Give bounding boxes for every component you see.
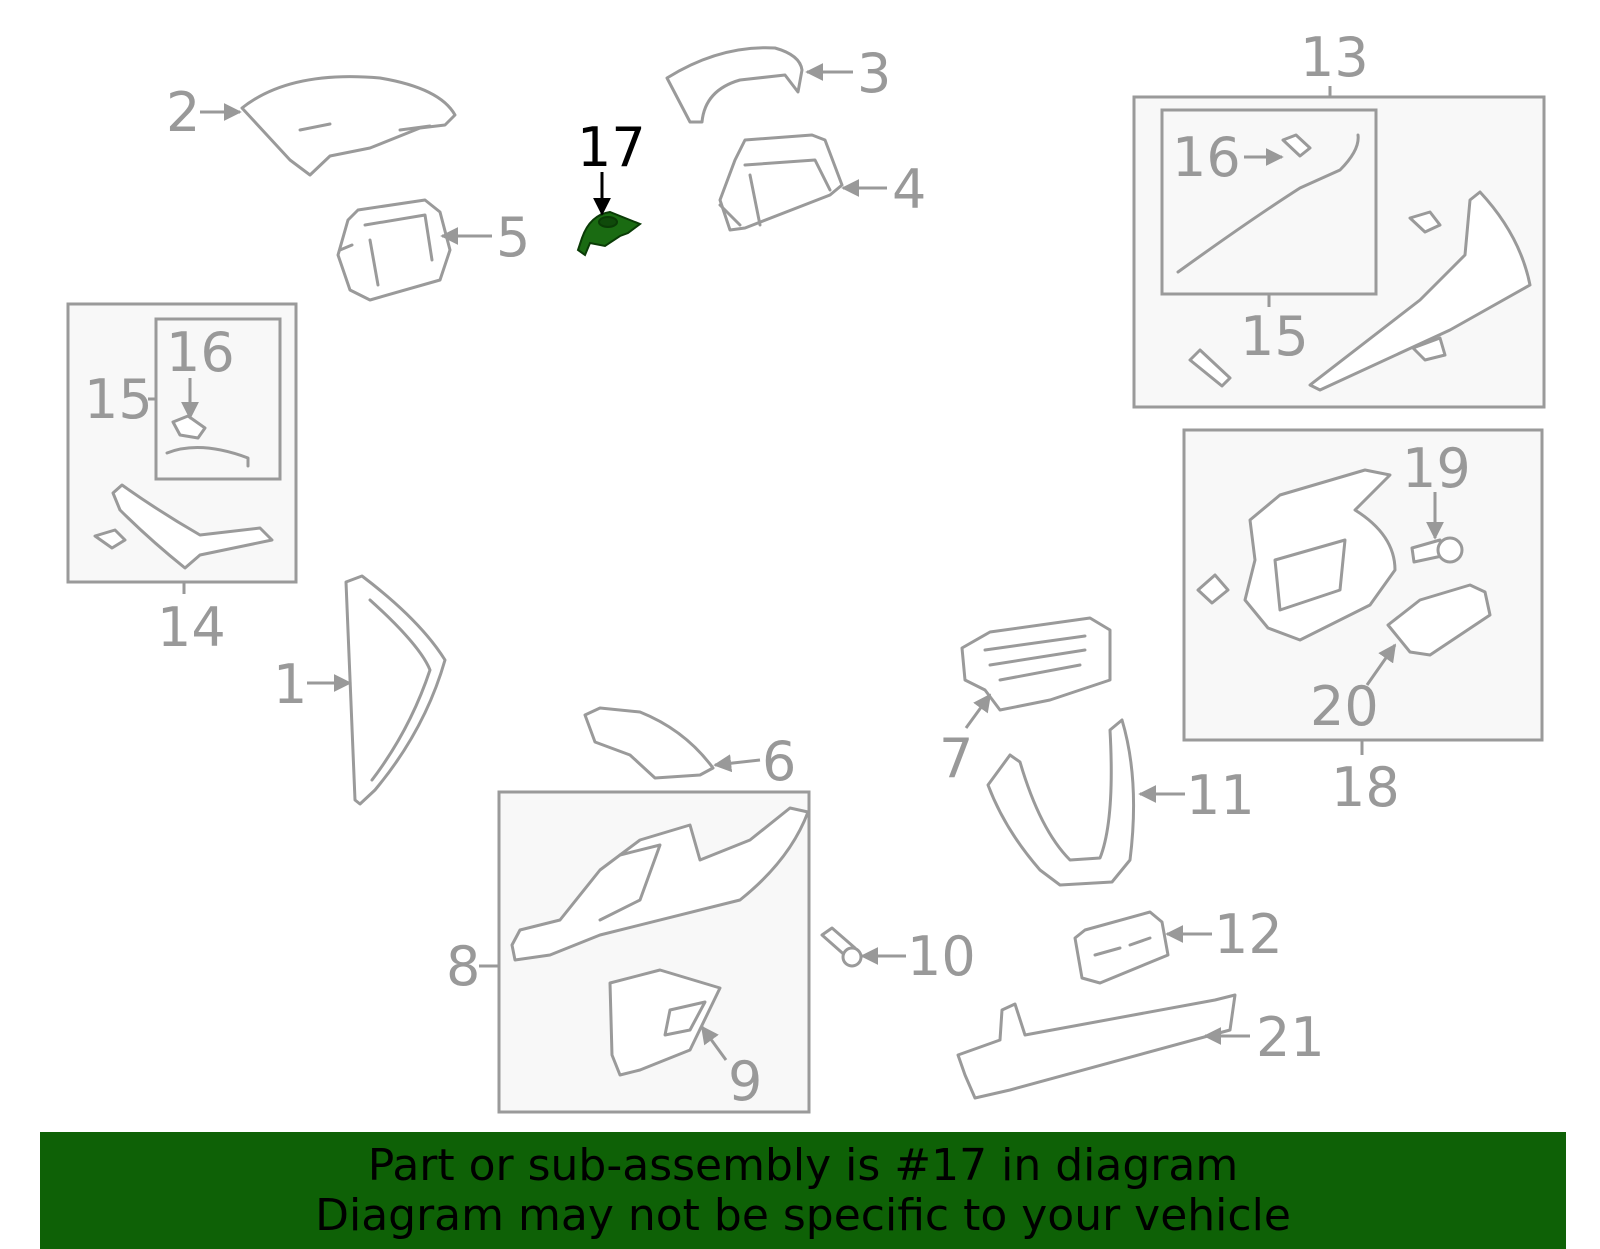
part-13-tab xyxy=(1411,336,1447,362)
callout-17: 17 xyxy=(577,116,646,179)
leader-20 xyxy=(1365,643,1397,686)
part-10-head xyxy=(841,946,863,968)
callout-8: 8 xyxy=(446,935,480,998)
info-banner: Part or sub-assembly is #17 in diagram D… xyxy=(40,1132,1566,1249)
part-21-shape xyxy=(956,993,1237,1100)
part-5-detail xyxy=(338,213,434,287)
banner-line-1: Part or sub-assembly is #17 in diagram xyxy=(367,1139,1239,1191)
part-5-shape xyxy=(336,198,452,302)
callout-3: 3 xyxy=(857,42,891,105)
part-14-clip xyxy=(93,528,127,550)
callout-19: 19 xyxy=(1402,437,1471,500)
callout-12: 12 xyxy=(1214,903,1283,966)
part-13-bolt xyxy=(1188,348,1232,388)
callout-6: 6 xyxy=(762,730,796,793)
callout-9: 9 xyxy=(728,1050,762,1113)
callout-16-left: 16 xyxy=(166,321,235,384)
leader-7 xyxy=(964,693,992,729)
part-14-shape xyxy=(111,483,274,570)
callout-5: 5 xyxy=(496,206,530,269)
callout-1: 1 xyxy=(273,653,307,716)
callout-15-left: 15 xyxy=(84,368,153,431)
part-8-detail xyxy=(598,843,662,922)
callout-4: 4 xyxy=(892,158,926,221)
callout-20: 20 xyxy=(1310,675,1379,738)
callout-15-right: 15 xyxy=(1240,305,1309,368)
part-15-right-shape xyxy=(1176,133,1360,274)
group-box-15-right xyxy=(1160,108,1378,296)
callout-7: 7 xyxy=(939,727,973,790)
part-6-shape xyxy=(583,706,715,780)
part-18-shape xyxy=(1243,468,1397,642)
part-9-detail xyxy=(663,1000,707,1037)
part-9-shape xyxy=(608,968,722,1077)
part-12-detail xyxy=(1093,936,1152,957)
callout-18: 18 xyxy=(1331,756,1400,819)
callout-10: 10 xyxy=(907,925,976,988)
part-7-shape xyxy=(960,616,1112,712)
part-13-shape xyxy=(1308,190,1532,392)
part-13-clip xyxy=(1408,210,1442,234)
part-4-detail xyxy=(718,158,832,227)
part-3-shape xyxy=(665,46,804,124)
part-2-shape xyxy=(240,75,457,177)
part-16-right-shape xyxy=(1281,133,1312,158)
part-17-hole xyxy=(598,216,618,228)
banner-line-2: Diagram may not be specific to your vehi… xyxy=(315,1189,1291,1241)
part-1-shape xyxy=(344,574,447,806)
leader-6 xyxy=(713,754,761,773)
callout-13: 13 xyxy=(1300,26,1369,89)
leader-9 xyxy=(700,1025,728,1061)
part-8-shape xyxy=(510,806,810,962)
part-19-head xyxy=(1436,536,1464,564)
part-12-shape xyxy=(1073,910,1170,985)
part-4-shape xyxy=(718,133,844,232)
callout-14: 14 xyxy=(157,596,226,659)
part-20-shape xyxy=(1386,583,1492,657)
callout-21: 21 xyxy=(1256,1006,1325,1069)
part-2-detail xyxy=(298,122,432,132)
callout-2: 2 xyxy=(166,81,200,144)
part-18-clip xyxy=(1196,573,1230,605)
part-15-left-shape xyxy=(165,446,250,468)
group-box-15-left xyxy=(154,317,282,481)
part-11-shape xyxy=(986,718,1136,887)
part-18-detail xyxy=(1273,538,1347,612)
callout-16-right: 16 xyxy=(1172,126,1241,189)
callout-11: 11 xyxy=(1186,764,1255,827)
part-17-shape xyxy=(576,210,643,257)
part-7-detail xyxy=(983,634,1087,682)
part-1-detail xyxy=(368,598,432,782)
